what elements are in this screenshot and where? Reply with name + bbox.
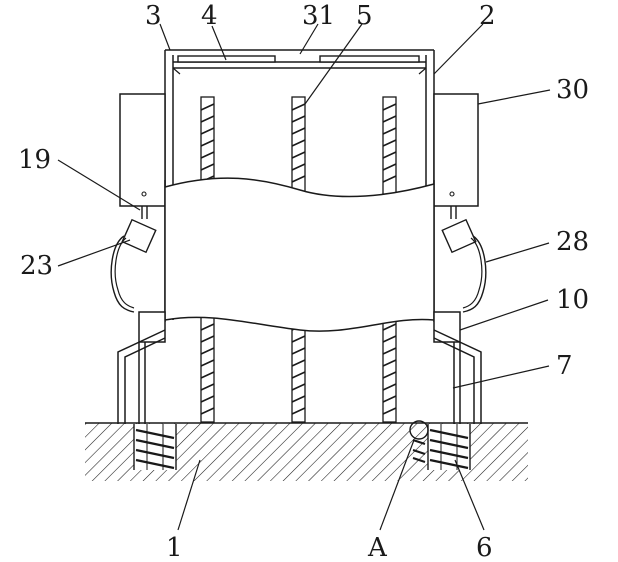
- label-6: 6: [476, 533, 493, 562]
- frame-edges: [164, 180, 435, 322]
- label-a: A: [367, 533, 388, 562]
- detail-a-anchor: [409, 420, 429, 463]
- label-3: 3: [145, 1, 162, 31]
- label-4: 4: [201, 1, 218, 31]
- top-cover-plates: [177, 55, 420, 63]
- label-7: 7: [556, 351, 573, 381]
- label-23: 23: [20, 251, 53, 281]
- break-band: [164, 177, 435, 332]
- reference-labels: 3 4 31 5 2 30 19 23 28 10 7 1 A 6: [18, 1, 589, 562]
- side-boxes: [119, 93, 479, 207]
- right-ground-anchor: [427, 424, 471, 470]
- leader-lines: [57, 23, 551, 531]
- label-31: 31: [302, 1, 335, 31]
- label-1: 1: [166, 533, 183, 562]
- label-28: 28: [556, 227, 589, 257]
- label-19: 19: [18, 145, 51, 175]
- label-2: 2: [479, 1, 496, 31]
- left-support: [117, 311, 166, 424]
- left-sensor: [110, 206, 157, 313]
- label-30: 30: [556, 75, 589, 105]
- label-5: 5: [356, 1, 373, 31]
- right-support: [433, 311, 482, 424]
- right-sensor: [441, 206, 487, 313]
- left-ground-anchor: [133, 424, 177, 470]
- label-10: 10: [556, 285, 589, 315]
